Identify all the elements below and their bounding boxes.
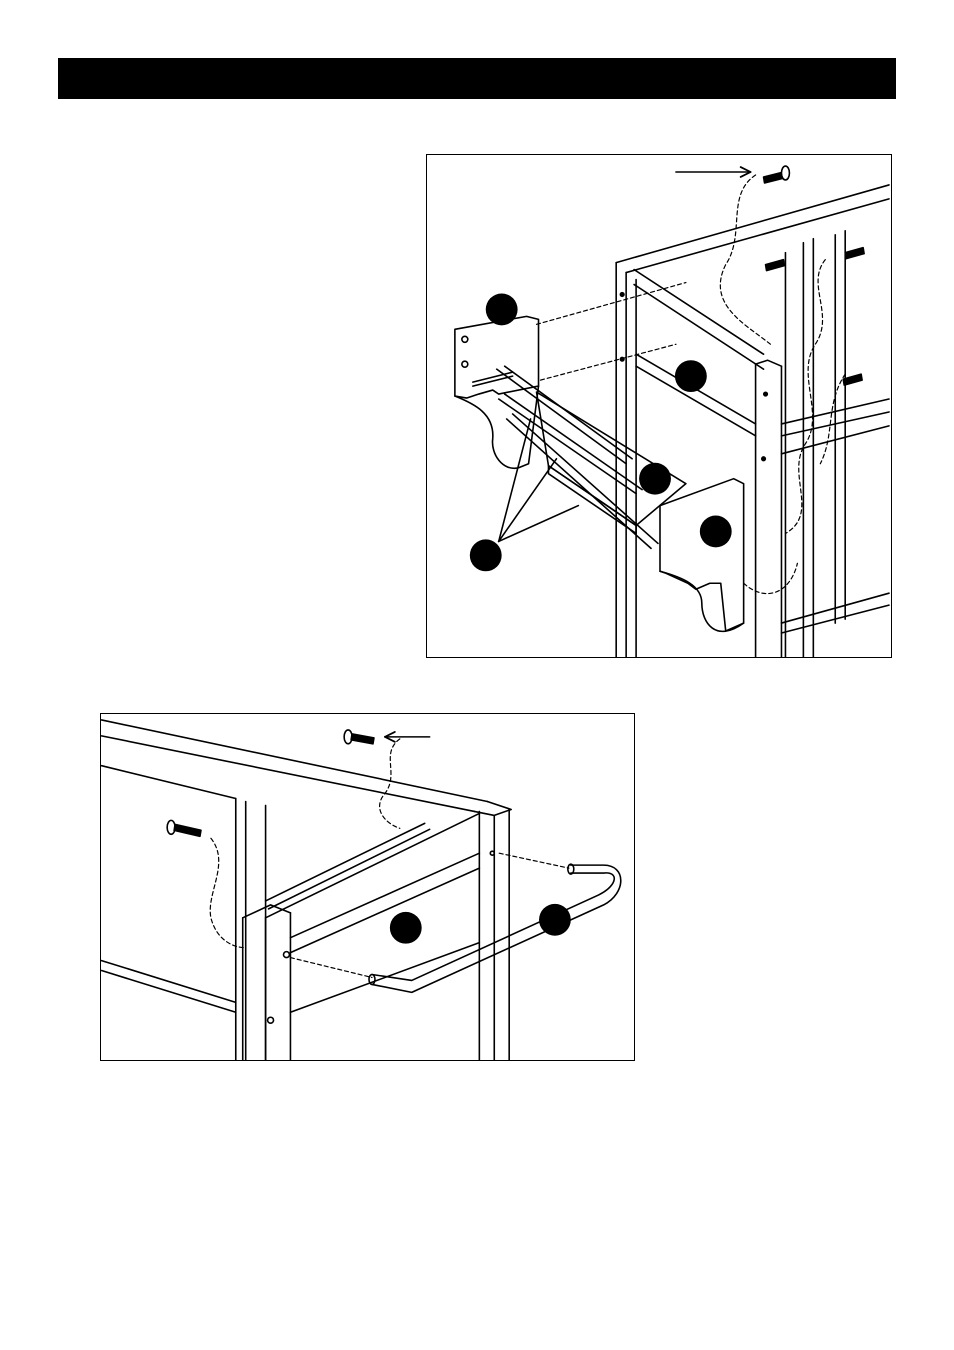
callout-marker (390, 904, 571, 944)
cart-frame (102, 720, 512, 1060)
right-shelf-bracket (660, 479, 744, 632)
left-shelf-bracket (455, 316, 539, 468)
bolt-icon (167, 730, 374, 836)
section-header-bar (58, 58, 896, 99)
handle-assembly-figure (100, 713, 635, 1061)
arrow-icon (676, 167, 751, 177)
callout-marker (470, 293, 732, 571)
shelf-assembly-figure (426, 154, 892, 658)
arrow-icon (385, 732, 430, 742)
